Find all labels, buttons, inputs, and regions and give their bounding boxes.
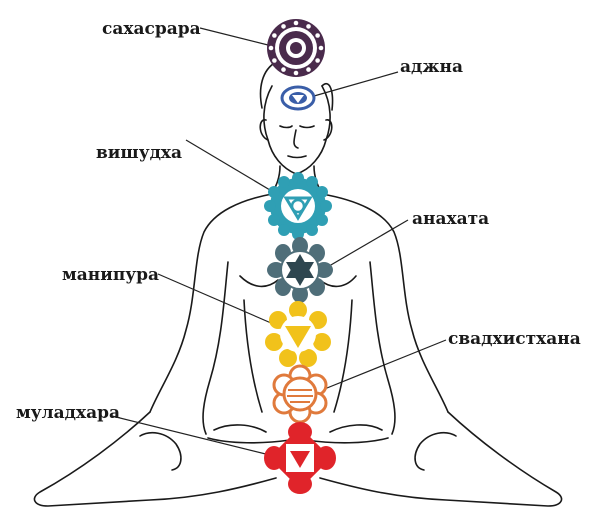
leader-ajna xyxy=(313,71,399,97)
label-svadhisthana: свадхистхана xyxy=(448,329,581,349)
leader-lines xyxy=(111,27,447,461)
svadhisthana-chakra-icon xyxy=(272,364,328,424)
label-muladhara: муладхара xyxy=(16,403,120,423)
leader-sahasrara xyxy=(199,27,273,47)
vishuddha-chakra-icon xyxy=(264,172,332,240)
muladhara-chakra-icon xyxy=(264,422,336,494)
leader-svadhisthana xyxy=(321,339,447,391)
meditating-figure xyxy=(33,61,563,507)
label-ajna: аджна xyxy=(400,57,463,77)
leader-manipura xyxy=(157,273,279,327)
leader-muladhara xyxy=(111,415,291,461)
manipura-chakra-icon xyxy=(265,301,331,367)
leader-vishuddha xyxy=(185,139,281,197)
label-sahasrara: сахасрара xyxy=(102,19,201,39)
label-manipura: манипура xyxy=(62,265,159,285)
label-vishuddha: вишудха xyxy=(96,143,182,163)
anahata-chakra-icon xyxy=(267,237,333,303)
sahasrara-chakra-icon xyxy=(267,19,325,77)
label-anahata: анахата xyxy=(412,209,489,229)
ajna-chakra-icon xyxy=(280,85,316,111)
